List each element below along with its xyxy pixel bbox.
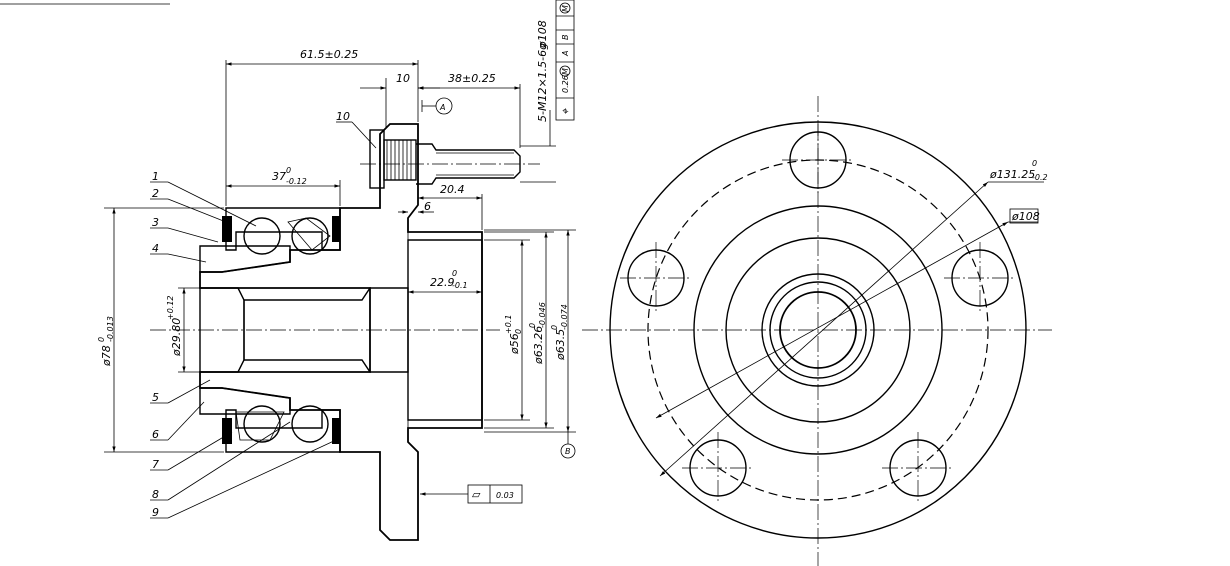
position-modifier: M [561, 68, 570, 75]
seal-lower-left [222, 418, 232, 444]
seal-lower-right [332, 418, 340, 444]
flatness-value: 0.03 [496, 491, 514, 500]
dim-bolt-circle: ø108 [1011, 210, 1040, 223]
wheel-stud [360, 129, 540, 189]
dim-bore-dia: ø29.80 [170, 318, 183, 357]
ball-upper-right [291, 217, 329, 255]
datum-b-circle [560, 443, 576, 459]
dim-bore-dia-tol: +0.12 [166, 295, 175, 320]
dim-outer-dia-tol-upper: 0 [97, 337, 106, 342]
dim-pilot-dia-tol: +0.1 [504, 315, 513, 334]
balloon-8: 8 [152, 488, 159, 501]
flange-outer [609, 121, 1027, 539]
dim-bore-depth-tol-upper: 0 [452, 269, 457, 278]
dim-bearing-width-tol-upper: 0 [286, 166, 291, 175]
balloon-5: 5 [152, 391, 159, 404]
dim-stud-length: 38±0.25 [448, 72, 496, 85]
balloon-7: 7 [152, 458, 159, 471]
dim-overall-length: 61.5±0.25 [300, 48, 358, 61]
section-view: 61.5±0.25 10 38±0.25 37 0 -0.12 20.4 6 2… [97, 0, 576, 541]
position-value: 0.26 [561, 75, 570, 93]
front-view: ø131.25 0 -0.2 ø108 [582, 96, 1052, 566]
dim-pcd: ø131.25 [989, 168, 1035, 181]
dim-flange-thickness: 10 [396, 72, 410, 85]
dim-outer-dia-tol: -0.013 [106, 316, 115, 342]
balloon-4: 4 [152, 242, 159, 255]
balloon-6: 6 [152, 428, 159, 441]
outer-ring-upper [225, 207, 341, 251]
position-datum-b: B [561, 35, 570, 41]
dim-bore-depth-tol: -0.1 [452, 281, 468, 290]
cage-lower [235, 411, 285, 441]
part-leaders [150, 121, 377, 519]
dim-step: 6 [424, 200, 431, 213]
dim-register-dia2-tol: -0.074 [560, 304, 569, 330]
flatness-symbol: ▱ [472, 488, 481, 501]
balloon-1: 1 [152, 170, 159, 183]
dim-line-131-25 [659, 181, 989, 477]
dim-bore-depth: 22.9 [430, 276, 455, 289]
seal-upper-right [332, 216, 340, 242]
balloon-10: 10 [336, 110, 350, 123]
ball-upper-left [243, 217, 281, 255]
dim-pilot-length: 20.4 [440, 183, 465, 196]
dim-register-dia: ø63.26 [532, 326, 545, 365]
dim-bearing-width-tol: -0.12 [286, 177, 307, 186]
seal-upper-left [222, 216, 232, 242]
dim-outer-dia: ø78 [100, 345, 113, 367]
ball-lower-left [243, 405, 281, 443]
balloon-2: 2 [152, 187, 159, 200]
dim-register-dia2: ø63.5 [554, 329, 567, 361]
position-tolerance-frame: ⌖ 0.26 M A B M [555, 0, 575, 121]
dim-bearing-width: 37 [272, 170, 286, 183]
dim-pcd-tol: -0.2 [1032, 173, 1048, 182]
position-datum-a: A [561, 51, 570, 57]
stud-spec: 5-M12×1.5-6g [536, 43, 549, 122]
position-symbol: ⌖ [559, 108, 572, 115]
dim-pilot-dia: ø56 [508, 333, 521, 355]
flatness-frame [467, 484, 523, 504]
ball-lower-right [291, 405, 329, 443]
position-modifier-2: M [561, 5, 570, 12]
dim-pilot-dia-tol-lower: 0 [514, 329, 523, 334]
dim-register-dia2-tol-upper: 0 [550, 325, 559, 330]
datum-a-label: A [439, 103, 445, 112]
balloon-9: 9 [152, 506, 159, 519]
dim-register-dia-tol-upper: 0 [528, 323, 537, 328]
dim-register-dia-tol: -0.046 [538, 302, 547, 328]
dim-pcd-tol-upper: 0 [1032, 159, 1037, 168]
bolt-circle-box [1009, 208, 1039, 224]
datum-b-label: B [565, 447, 571, 456]
cage-upper [287, 217, 331, 251]
datum-a-circle [435, 97, 453, 115]
balloon-3: 3 [152, 216, 159, 229]
stud-pcd: ø108 [536, 20, 549, 49]
dim-line-108 [655, 221, 1009, 419]
